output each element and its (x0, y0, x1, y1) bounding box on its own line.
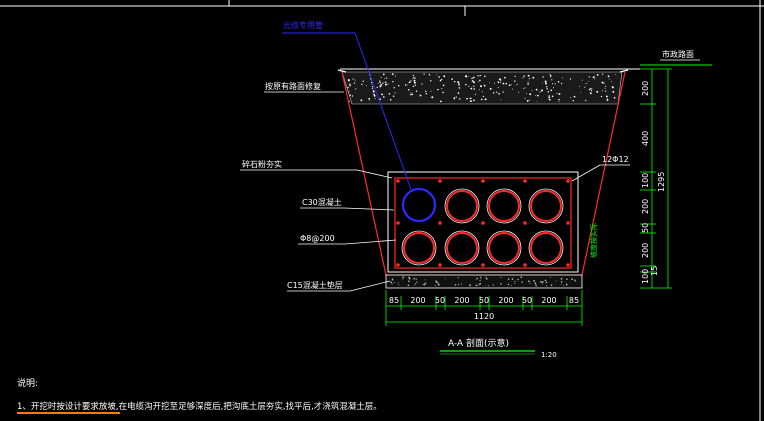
fiber-optic-pipe (401, 187, 437, 223)
rebar-cage (394, 177, 572, 269)
vdim-1: 200 (641, 81, 650, 96)
backfill-label: 碎石粉夯实 (242, 159, 282, 169)
hdim-5: 50 (479, 296, 489, 305)
vdim-3: 100 (641, 173, 650, 188)
vdim-7: 100 (641, 269, 650, 284)
stirrup-label: Φ8@200 (300, 234, 335, 243)
rebar-dots (396, 179, 570, 267)
vdim-8: 15 (650, 266, 659, 276)
vdim-5: 50 (641, 223, 650, 233)
cushion-layer (385, 274, 583, 289)
road-surface-layer (340, 64, 712, 105)
hdim-3: 50 (435, 296, 445, 305)
pipe-array (403, 190, 562, 264)
section-title: A-A 剖面(示意) (448, 337, 509, 349)
pipe-7 (530, 232, 562, 264)
hdim-total: 1120 (474, 312, 494, 321)
pipe-4 (403, 232, 435, 264)
cushion-label: C15混凝土垫层 (287, 280, 343, 290)
hdim-9: 85 (569, 296, 579, 305)
leader-lines (240, 59, 700, 292)
pipe-5 (446, 232, 478, 264)
road-surface-label: 市政路面 (662, 49, 694, 59)
duct-bank-outline (387, 171, 579, 273)
notes-heading: 说明: (17, 377, 38, 389)
scale-label: 1:20 (541, 351, 557, 359)
vdim-2: 400 (641, 131, 650, 146)
pipe-2 (488, 190, 520, 222)
fiber-pipe-label: 光缆专用管 (283, 20, 323, 30)
hdim-2: 200 (410, 296, 425, 305)
vdim-4: 200 (641, 199, 650, 214)
vertical-dimensions (640, 68, 672, 289)
slope-note: 坡度按实际 (589, 223, 598, 258)
hdim-1: 85 (389, 296, 399, 305)
notes-item-1: 1、开挖时按设计要求放坡,在电缆沟开挖至足够深度后,把沟底土层夯实,找平后,才浇… (17, 401, 382, 412)
pipe-3 (530, 190, 562, 222)
pavement-restore-label: 按原有路面修复 (265, 81, 321, 91)
vdim-6: 200 (641, 243, 650, 258)
hdim-6: 200 (498, 296, 513, 305)
horizontal-dimensions (385, 290, 583, 326)
pipe-6 (488, 232, 520, 264)
vdim-total: 1295 (657, 172, 666, 192)
blue-leader (282, 32, 413, 193)
pipe-1 (446, 190, 478, 222)
rebar-main-label: 12Φ12 (602, 155, 629, 164)
hdim-7: 50 (522, 296, 532, 305)
concrete-label: C30混凝土 (302, 197, 342, 207)
hdim-8: 200 (541, 296, 556, 305)
hdim-4: 200 (454, 296, 469, 305)
